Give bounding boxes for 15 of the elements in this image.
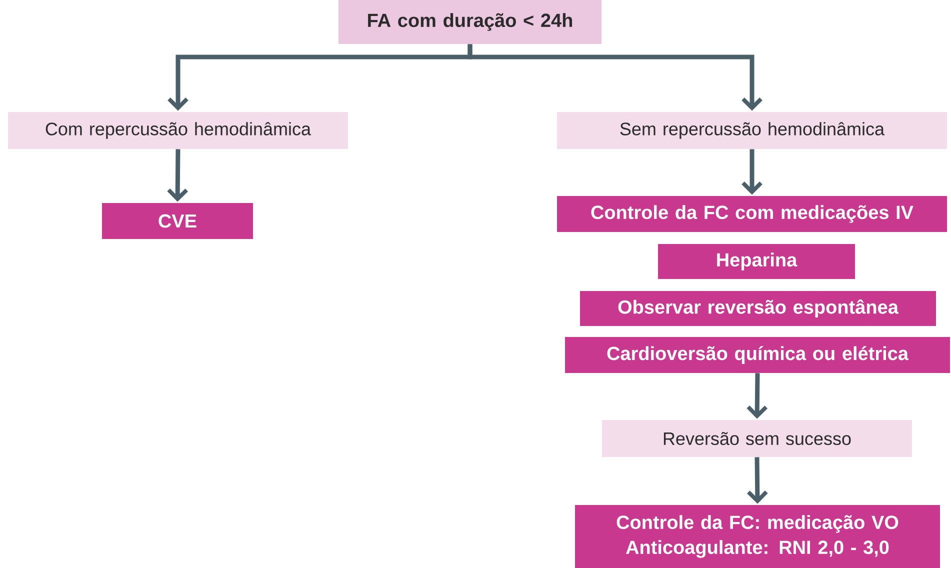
condition-box: Reversão sem sucesso [602, 420, 912, 457]
arrow [468, 44, 762, 111]
title-box: FA com duração < 24h [338, 0, 602, 44]
arrow [746, 373, 768, 419]
action-box: CVE [102, 203, 253, 239]
condition-box: Sem repercussão hemodinâmica [557, 112, 947, 149]
action-box: Controle da FC com medicações IV [557, 196, 947, 232]
action-box: Observar reversão espontânea [580, 291, 936, 326]
arrow [742, 149, 762, 195]
arrow [167, 149, 188, 202]
condition-box: Com repercussão hemodinâmica [8, 112, 348, 149]
action-box: Cardioversão química ou elétrica [565, 337, 950, 373]
action-box: Controle da FC: medicação VO Anticoagulante: RNI 2,0 - 3,0 [575, 505, 940, 568]
action-box: Heparina [658, 244, 855, 279]
arrow [746, 457, 768, 504]
